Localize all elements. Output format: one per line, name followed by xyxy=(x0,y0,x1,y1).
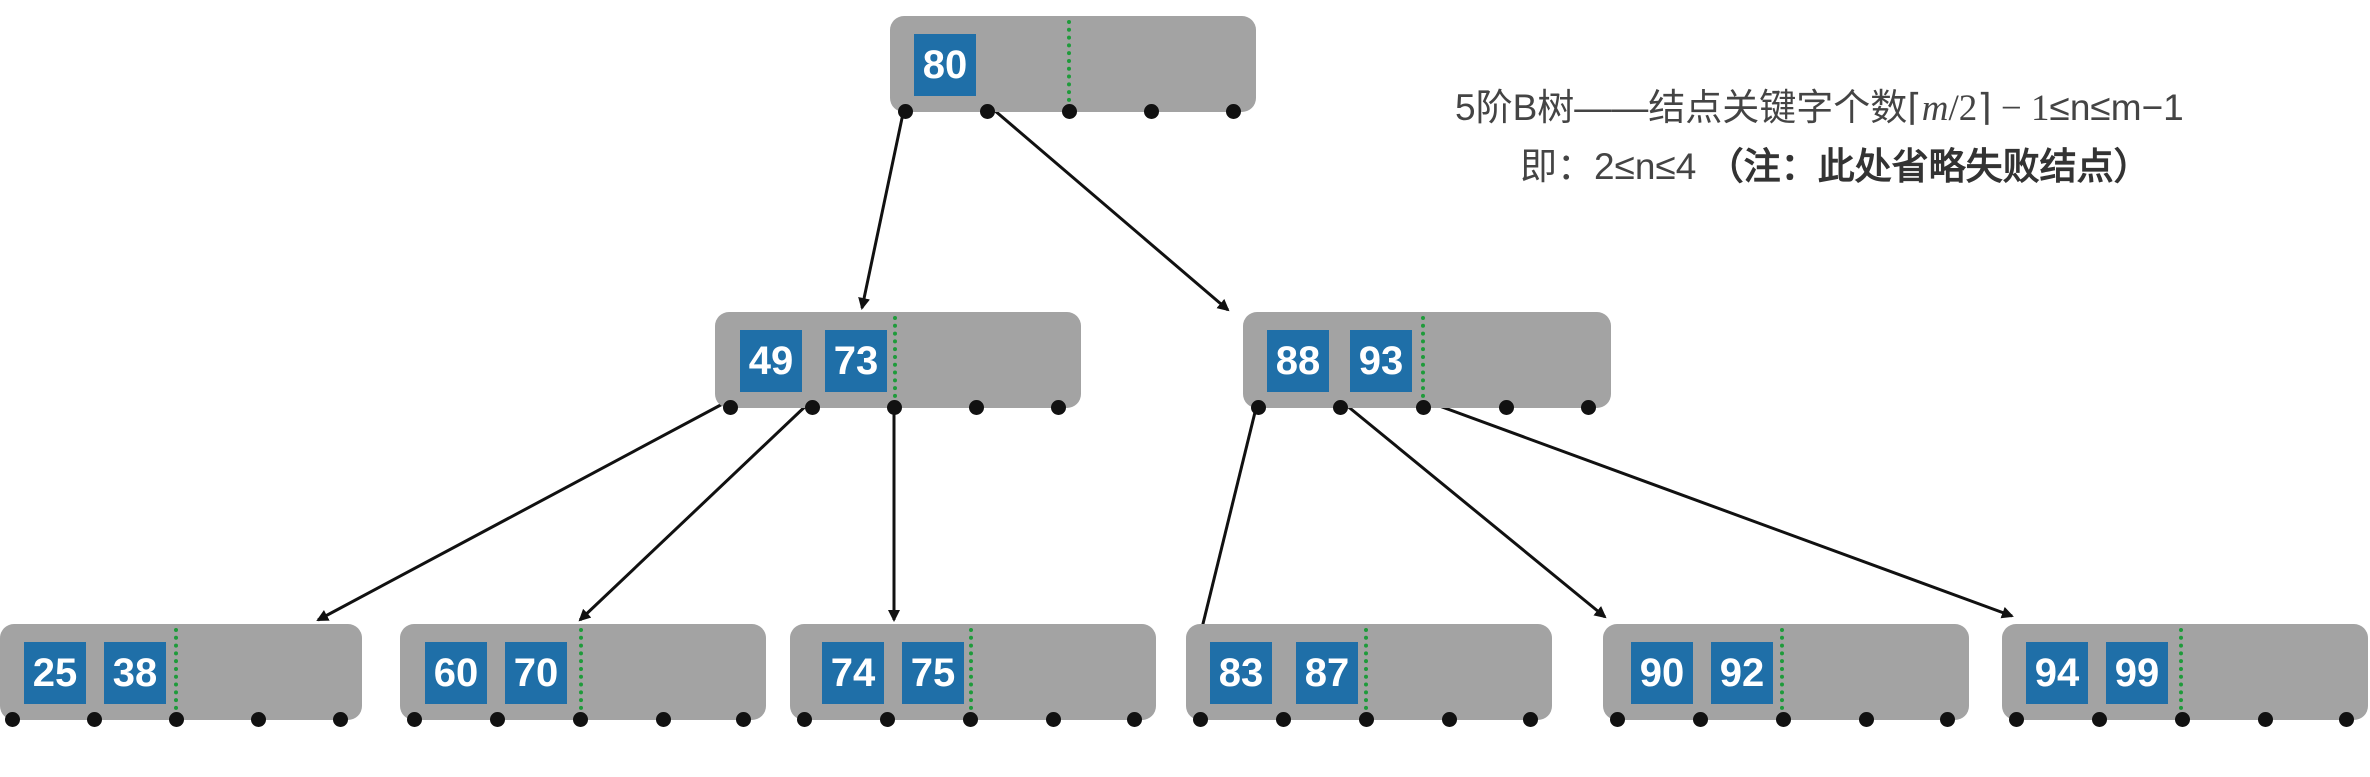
child-pointer xyxy=(1251,400,1266,415)
key-74: 74 xyxy=(822,642,884,704)
key-99: 99 xyxy=(2106,642,2168,704)
key-end-separator xyxy=(1364,628,1368,710)
child-pointer xyxy=(887,400,902,415)
child-pointer xyxy=(1333,400,1348,415)
child-pointer xyxy=(2009,712,2024,727)
child-pointer xyxy=(1127,712,1142,727)
key-75: 75 xyxy=(902,642,964,704)
child-pointer xyxy=(1859,712,1874,727)
divide-two: /2 xyxy=(1948,88,1978,129)
minus-one: − 1 xyxy=(1991,88,2050,129)
key-25: 25 xyxy=(24,642,86,704)
child-pointer xyxy=(898,104,913,119)
key-38: 38 xyxy=(104,642,166,704)
key-60: 60 xyxy=(425,642,487,704)
leaf-node: 83 87 xyxy=(1186,624,1552,727)
range-note: 即：2≤n≤4 （注：此处省略失败结点） xyxy=(1520,136,2151,190)
key-88: 88 xyxy=(1267,330,1329,392)
internal-node-right: 88 93 xyxy=(1243,312,1611,415)
child-pointer xyxy=(1693,712,1708,727)
child-pointer xyxy=(5,712,20,727)
internal-node-left: 49 73 xyxy=(715,312,1081,415)
child-pointer xyxy=(805,400,820,415)
parent-child-arrow xyxy=(316,398,731,622)
key-end-separator xyxy=(1421,316,1425,398)
key-83: 83 xyxy=(1210,642,1272,704)
key-87: 87 xyxy=(1296,642,1358,704)
parent-child-arrow xyxy=(858,103,907,310)
child-pointer xyxy=(251,712,266,727)
m-variable: m xyxy=(1921,88,1949,129)
parent-child-arrow xyxy=(1339,398,1607,619)
child-pointer xyxy=(656,712,671,727)
parent-child-arrow xyxy=(1422,398,2014,619)
child-pointer xyxy=(1523,712,1538,727)
key-end-separator xyxy=(174,628,178,710)
key-end-separator xyxy=(2179,628,2183,710)
child-pointer xyxy=(1193,712,1208,727)
key-70: 70 xyxy=(505,642,567,704)
child-pointer xyxy=(87,712,102,727)
child-pointer xyxy=(1581,400,1596,415)
child-pointer xyxy=(797,712,812,727)
child-pointer xyxy=(1046,712,1061,727)
ceil-open: ⌈ xyxy=(1907,88,1922,129)
failure-node-note: （注：此处省略失败结点） xyxy=(1706,146,2151,187)
child-pointer xyxy=(880,712,895,727)
child-pointer xyxy=(1776,712,1791,727)
note-suffix: ≤n≤m−1 xyxy=(2049,87,2184,128)
child-pointer xyxy=(963,712,978,727)
child-pointer xyxy=(1442,712,1457,727)
leaf-node: 94 99 xyxy=(2002,624,2368,727)
child-pointer xyxy=(333,712,348,727)
child-pointer xyxy=(2258,712,2273,727)
key-end-separator xyxy=(579,628,583,710)
parent-child-arrow xyxy=(986,102,1230,312)
key-90: 90 xyxy=(1631,642,1693,704)
key-end-separator xyxy=(893,316,897,398)
child-pointer xyxy=(1416,400,1431,415)
child-pointer xyxy=(2175,712,2190,727)
leaf-node: 60 70 xyxy=(400,624,766,727)
range-text: 即：2≤n≤4 xyxy=(1520,146,1707,187)
key-93: 93 xyxy=(1350,330,1412,392)
child-pointer xyxy=(1144,104,1159,119)
child-pointer xyxy=(169,712,184,727)
child-pointer xyxy=(407,712,422,727)
child-pointer xyxy=(969,400,984,415)
key-49: 49 xyxy=(740,330,802,392)
child-pointer xyxy=(723,400,738,415)
note-prefix: 5阶B树——结点关键字个数 xyxy=(1455,87,1908,128)
leaf-node: 74 75 xyxy=(790,624,1156,727)
ceil-close: ⌉ xyxy=(1977,88,1992,129)
key-end-separator xyxy=(969,628,973,710)
child-pointer xyxy=(1276,712,1291,727)
child-pointer xyxy=(1051,400,1066,415)
parent-child-arrow xyxy=(1196,399,1260,638)
leaf-node: 90 92 xyxy=(1603,624,1969,727)
child-pointer xyxy=(1499,400,1514,415)
child-pointer xyxy=(980,104,995,119)
child-pointer xyxy=(490,712,505,727)
child-pointer xyxy=(1610,712,1625,727)
key-end-separator xyxy=(1780,628,1784,710)
key-73: 73 xyxy=(825,330,887,392)
child-pointer xyxy=(1226,104,1241,119)
key-94: 94 xyxy=(2026,642,2088,704)
order-constraint-note: 5阶B树——结点关键字个数⌈m/2⌉ − 1≤n≤m−1 xyxy=(1455,77,2184,131)
leaf-node: 25 38 xyxy=(0,624,362,727)
child-pointer xyxy=(1062,104,1077,119)
child-pointer xyxy=(573,712,588,727)
child-pointer xyxy=(2339,712,2354,727)
child-pointer xyxy=(736,712,751,727)
parent-child-arrow xyxy=(578,398,814,622)
key-92: 92 xyxy=(1711,642,1773,704)
child-pointer xyxy=(1359,712,1374,727)
child-pointer xyxy=(1940,712,1955,727)
key-80: 80 xyxy=(914,34,976,96)
root-node: 80 xyxy=(890,16,1256,119)
key-end-separator xyxy=(1067,20,1071,102)
child-pointer xyxy=(2092,712,2107,727)
